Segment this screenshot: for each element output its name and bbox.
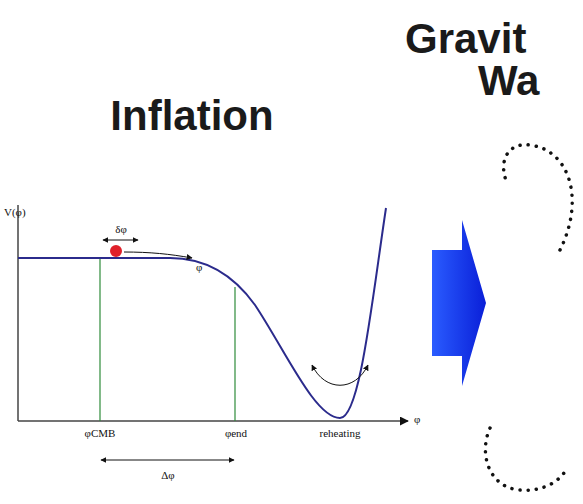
fluctuation-arrow <box>103 240 138 241</box>
phi-cmb-line <box>99 258 100 421</box>
fluctuation-label: δφ <box>115 224 127 235</box>
field-dot <box>110 245 122 257</box>
field-label: φ <box>196 262 202 273</box>
oscillation-arrow <box>312 365 368 385</box>
wave-dots <box>504 145 573 250</box>
axis-label: V(φ) <box>4 207 26 218</box>
span-label: Δφ <box>161 470 174 481</box>
panel-title: Inflation <box>110 95 273 137</box>
panel-title: Gravit <box>405 18 526 60</box>
tick-label: reheating <box>320 428 361 439</box>
wave-dots <box>485 428 566 490</box>
tick-label: φend <box>225 428 247 439</box>
potential-curve <box>18 208 386 418</box>
x-axis <box>18 420 408 422</box>
span-arrow <box>101 460 234 461</box>
roll-arrow <box>124 252 192 258</box>
panel-title: Wa <box>478 60 539 102</box>
phi-end-line <box>234 287 235 421</box>
tick-label: φCMB <box>85 428 116 439</box>
y-axis <box>17 205 19 421</box>
axis-label: φ <box>414 414 420 425</box>
flow-arrow <box>432 220 486 386</box>
